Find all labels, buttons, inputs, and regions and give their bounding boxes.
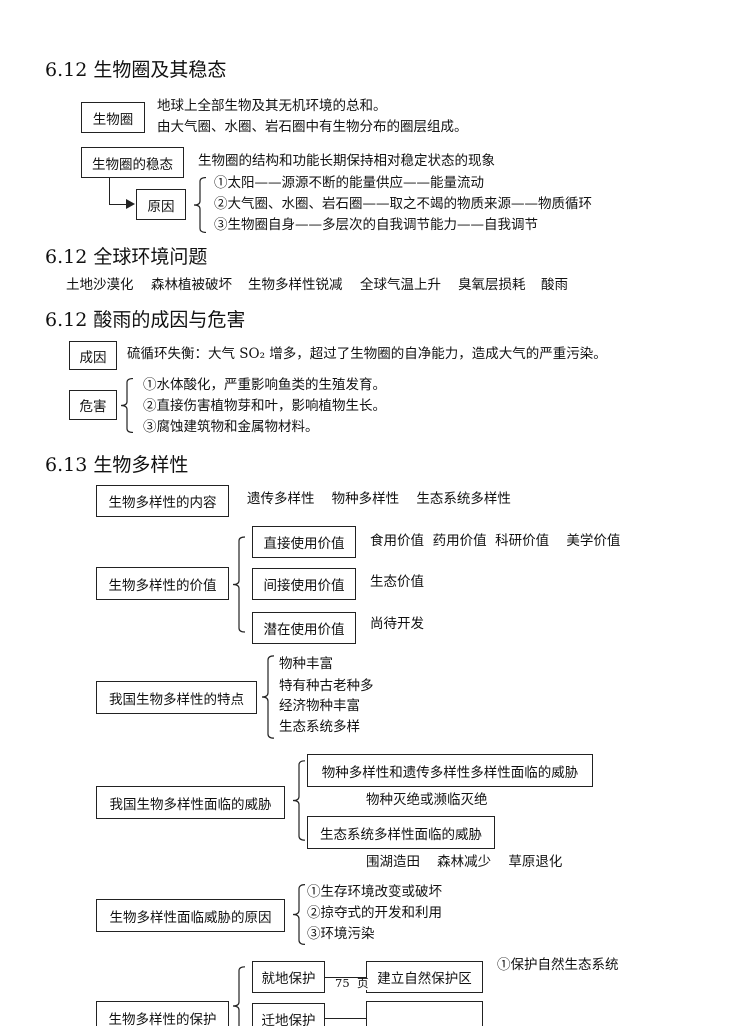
section-title-acid-rain: 6.12 酸雨的成因与危害 bbox=[45, 309, 246, 331]
issue-item: 臭氧层损耗 bbox=[458, 277, 526, 293]
connector-line bbox=[325, 1018, 366, 1020]
fade-overlay bbox=[490, 996, 743, 1026]
biosphere-def-1: 地球上全部生物及其无机环境的总和。 bbox=[157, 98, 387, 114]
harm-item-2: ②直接伤害植物芽和叶，影响植物生长。 bbox=[143, 398, 386, 414]
direct-value-text: 食用价值 药用价值 科研价值 美学价值 bbox=[370, 533, 621, 549]
issue-item: 森林植被破坏 bbox=[151, 277, 232, 293]
cause-item-1: ①太阳——源源不断的能量供应——能量流动 bbox=[214, 175, 484, 191]
feature-item: 物种丰富 bbox=[279, 656, 333, 672]
reserve-box: 建立自然保护区 bbox=[366, 961, 483, 993]
issue-item: 全球气温上升 bbox=[360, 277, 441, 293]
ecosystem-threat-text: 围湖造田 森林减少 草原退化 bbox=[366, 854, 563, 870]
reason-item: ②掠夺式的开发和利用 bbox=[307, 905, 442, 921]
issue-item: 土地沙漠化 bbox=[66, 277, 134, 293]
protect-box: 生物多样性的保护 bbox=[96, 1001, 229, 1026]
biosphere-def-2: 由大气圈、水圈、岩石圈中有生物分布的圈层组成。 bbox=[157, 119, 468, 135]
biosphere-box: 生物圈 bbox=[81, 102, 145, 133]
species-threat-box: 物种多样性和遗传多样性多样性面临的威胁 bbox=[307, 754, 593, 787]
potential-value-box: 潜在使用价值 bbox=[252, 612, 356, 644]
potential-value-text: 尚待开发 bbox=[370, 616, 424, 632]
cause-box: 原因 bbox=[136, 189, 186, 220]
homeostasis-box: 生物圈的稳态 bbox=[81, 147, 184, 178]
cause-item-3: ③生物圈自身——多层次的自我调节能力——自我调节 bbox=[214, 217, 538, 233]
direct-value-box: 直接使用价值 bbox=[252, 526, 356, 558]
indirect-value-box: 间接使用价值 bbox=[252, 568, 356, 600]
brace-icon bbox=[262, 655, 274, 739]
connector-line bbox=[325, 977, 366, 979]
reason-item: ①生存环境改变或破坏 bbox=[307, 884, 442, 900]
indirect-value-text: 生态价值 bbox=[370, 574, 424, 590]
ex-situ-box: 迁地保护 bbox=[252, 1003, 325, 1026]
acid-cause-text: 硫循环失衡：大气 SO₂ 增多，超过了生物圈的自净能力，造成大气的严重污染。 bbox=[127, 346, 607, 362]
content-box: 生物多样性的内容 bbox=[96, 485, 229, 517]
feature-item: 生态系统多样 bbox=[279, 719, 360, 735]
features-box: 我国生物多样性的特点 bbox=[96, 681, 257, 714]
brace-icon bbox=[194, 177, 206, 233]
harm-item-3: ③腐蚀建筑物和金属物材料。 bbox=[143, 419, 319, 435]
feature-item: 特有种古老种多 bbox=[279, 678, 374, 694]
reserve-text: ①保护自然生态系统 bbox=[497, 957, 619, 973]
arrow-icon bbox=[126, 199, 135, 209]
brace-icon bbox=[121, 378, 133, 433]
harm-item-1: ①水体酸化，严重影响鱼类的生殖发育。 bbox=[143, 377, 386, 393]
value-box: 生物多样性的价值 bbox=[96, 567, 229, 600]
content-text: 遗传多样性 物种多样性 生态系统多样性 bbox=[247, 491, 511, 507]
section-title-environment: 6.12 全球环境问题 bbox=[45, 246, 208, 268]
acid-harm-box: 危害 bbox=[69, 390, 117, 420]
section-title-biosphere: 6.12 生物圈及其稳态 bbox=[45, 59, 227, 81]
page-number: 75 页 bbox=[335, 976, 369, 990]
acid-cause-box: 成因 bbox=[69, 341, 117, 370]
species-threat-text: 物种灭绝或濒临灭绝 bbox=[366, 792, 488, 808]
issue-item: 酸雨 bbox=[541, 277, 568, 293]
brace-icon bbox=[293, 760, 305, 841]
brace-icon bbox=[293, 884, 305, 945]
in-situ-box: 就地保护 bbox=[252, 961, 325, 993]
threats-box: 我国生物多样性面临的威胁 bbox=[96, 786, 285, 819]
cause-item-2: ②大气圈、水圈、岩石圈——取之不竭的物质来源——物质循环 bbox=[214, 196, 592, 212]
brace-icon bbox=[233, 536, 245, 633]
brace-icon bbox=[233, 966, 245, 1026]
issue-item: 生物多样性锐减 bbox=[248, 277, 343, 293]
connector-line bbox=[109, 178, 111, 205]
homeostasis-def: 生物圈的结构和功能长期保持相对稳定状态的现象 bbox=[198, 153, 495, 169]
feature-item: 经济物种丰富 bbox=[279, 698, 360, 714]
reasons-box: 生物多样性面临威胁的原因 bbox=[96, 899, 285, 932]
connector-line bbox=[109, 204, 129, 206]
ecosystem-threat-box: 生态系统多样性面临的威胁 bbox=[307, 816, 495, 849]
section-title-biodiversity: 6.13 生物多样性 bbox=[45, 454, 189, 476]
ex-situ-detail-box bbox=[366, 1001, 483, 1026]
reason-item: ③环境污染 bbox=[307, 926, 375, 942]
